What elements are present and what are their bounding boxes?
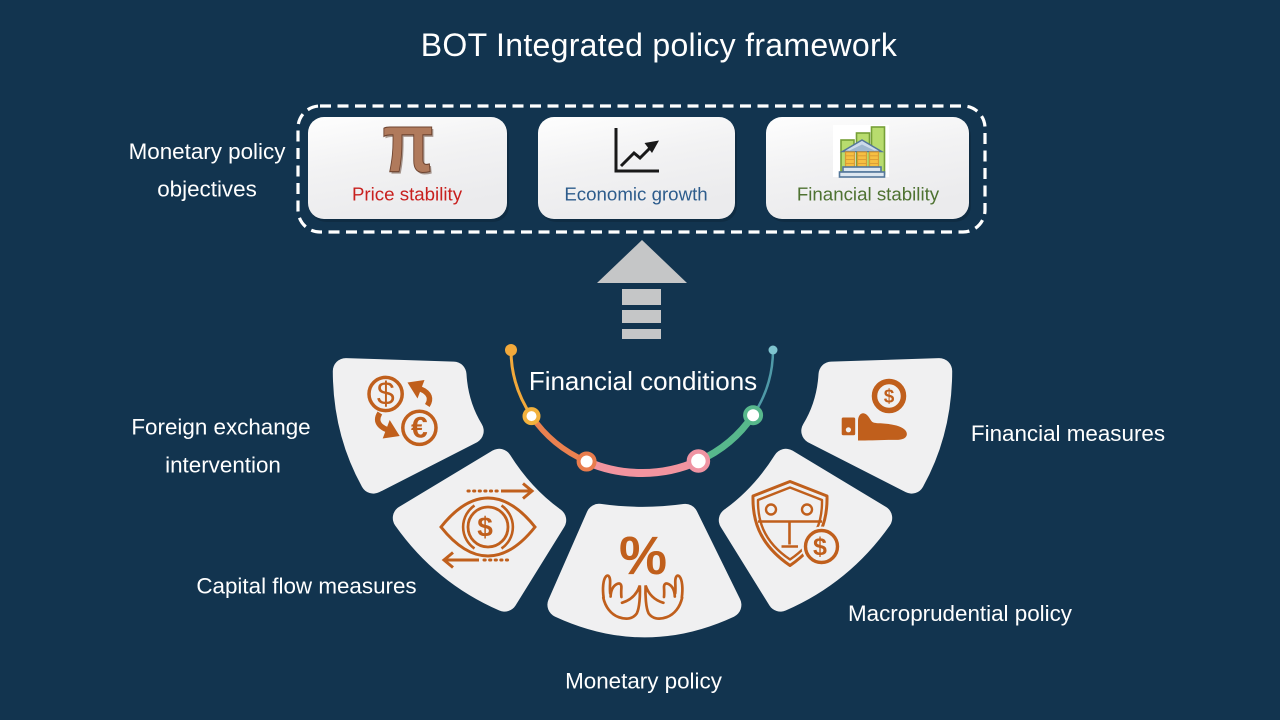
svg-text:Foreign exchange: Foreign exchange (131, 415, 310, 440)
svg-text:Financial stability: Financial stability (797, 184, 940, 205)
svg-text:Macroprudential policy: Macroprudential policy (848, 601, 1073, 626)
svg-text:€: € (411, 412, 428, 445)
svg-text:$: $ (377, 376, 395, 412)
svg-text:π: π (384, 98, 435, 192)
svg-text:Monetary policy: Monetary policy (565, 669, 723, 694)
svg-text:Financial measures: Financial measures (971, 421, 1165, 446)
svg-text:BOT Integrated policy framewor: BOT Integrated policy framework (421, 27, 898, 63)
svg-text:$: $ (477, 512, 493, 543)
svg-text:%: % (619, 526, 667, 586)
svg-text:Monetary policy: Monetary policy (129, 139, 287, 164)
svg-text:π: π (382, 96, 433, 190)
svg-text:$: $ (813, 533, 827, 561)
svg-text:intervention: intervention (165, 453, 281, 478)
svg-text:Price stability: Price stability (352, 184, 463, 205)
svg-text:Capital flow measures: Capital flow measures (196, 574, 416, 599)
svg-text:Economic growth: Economic growth (564, 184, 707, 205)
svg-text:Financial conditions: Financial conditions (529, 366, 757, 396)
svg-text:$: $ (884, 387, 895, 408)
svg-text:objectives: objectives (157, 177, 257, 202)
